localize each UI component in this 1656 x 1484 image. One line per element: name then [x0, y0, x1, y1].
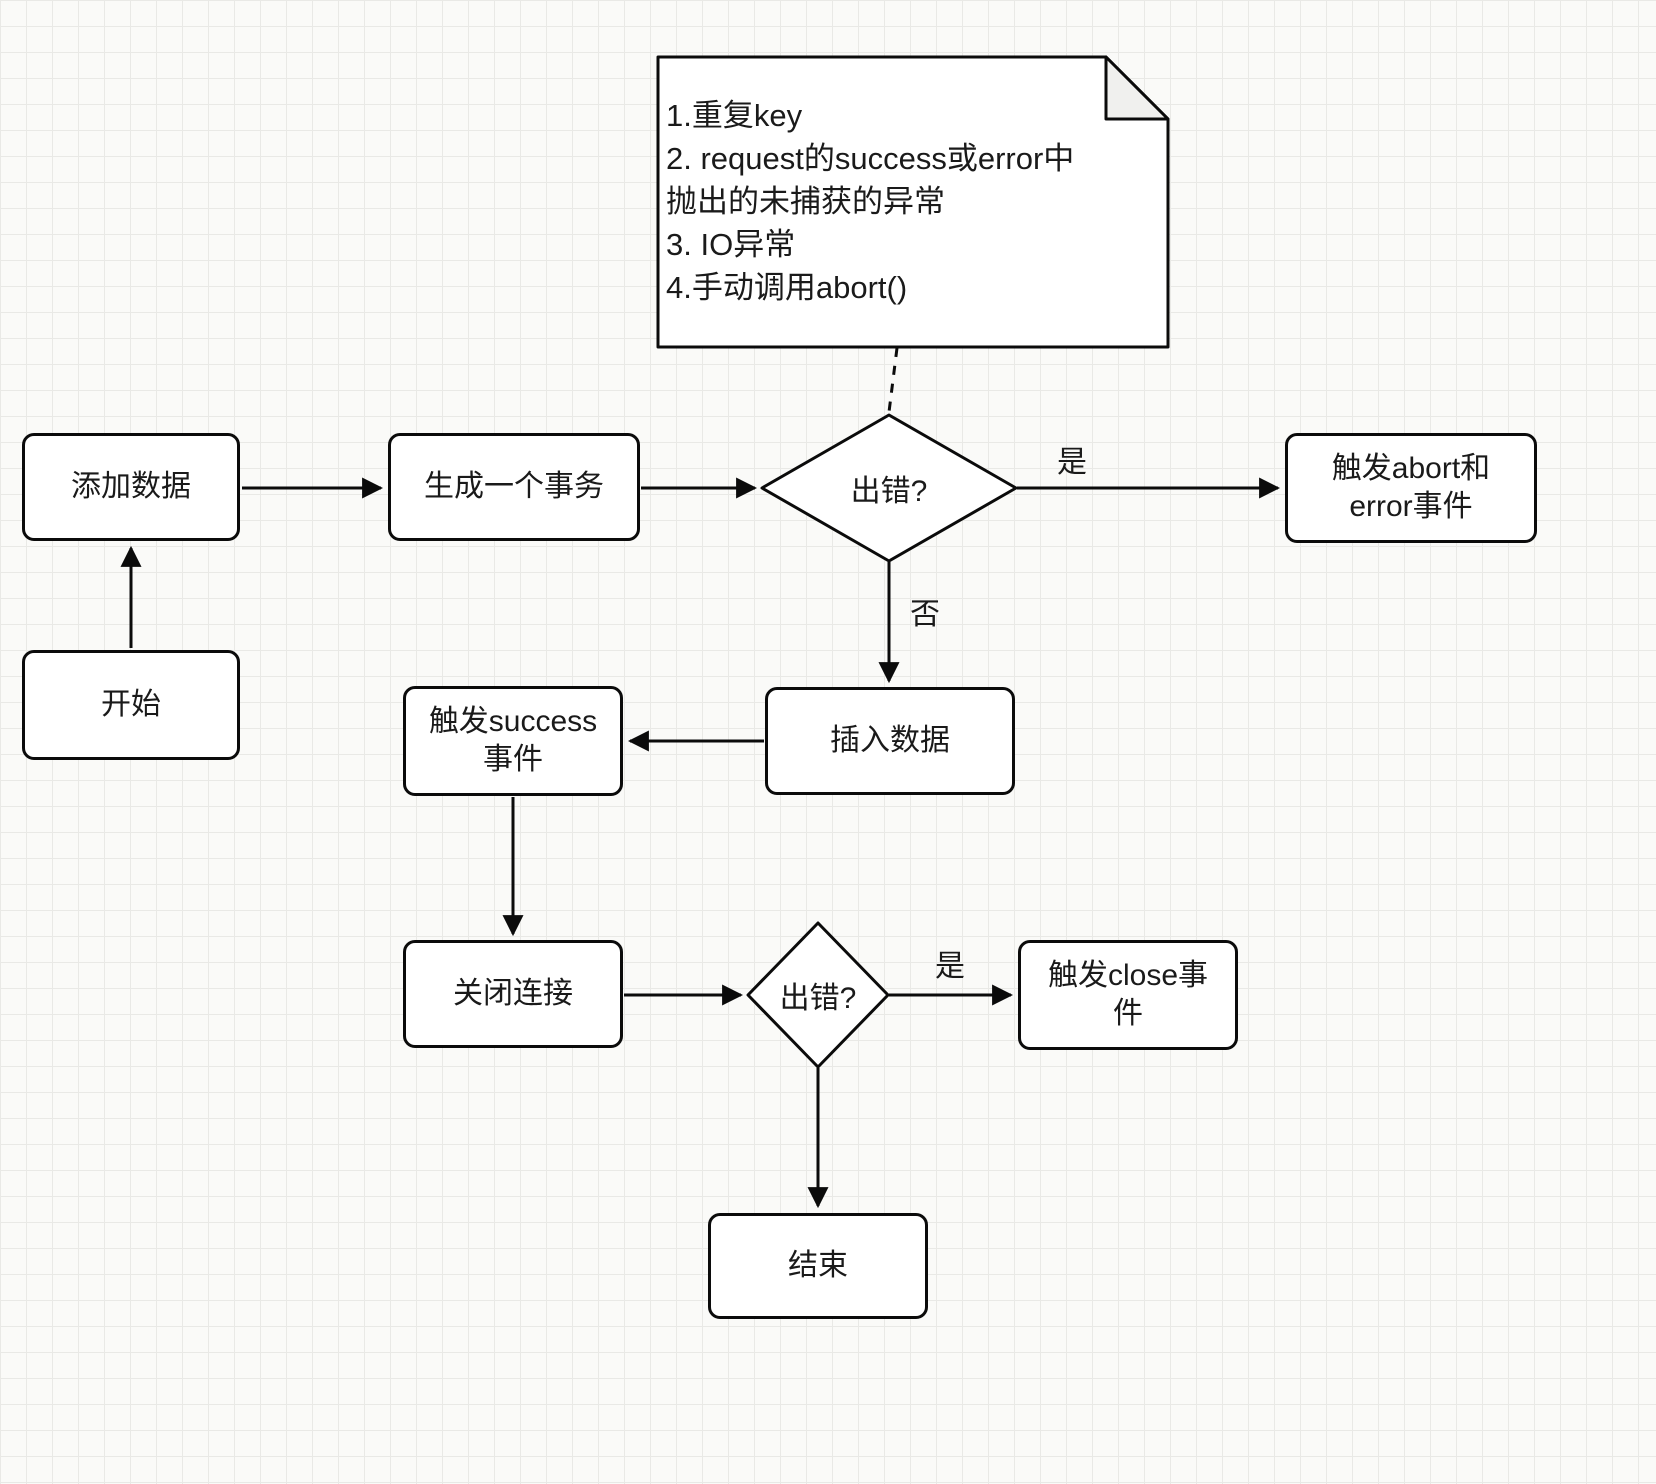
node-end: 结束: [708, 1213, 928, 1319]
diamond-error-check-1-label: 出错?: [850, 475, 928, 508]
note-dashed-connector: [887, 347, 899, 413]
note-line: 3. IO异常: [666, 227, 796, 262]
note-shape: [656, 55, 1170, 349]
node-create-transaction-label: 生成一个事务: [424, 470, 604, 503]
note-line: 抛出的未捕获的异常: [666, 184, 945, 219]
diamond-error-check-1: [760, 413, 1018, 563]
edge-label-yes-2: 是: [935, 950, 965, 983]
note-text: 1.重复key 2. request的success或error中 抛出的未捕获…: [666, 94, 1158, 309]
node-close-connection: 关闭连接: [403, 940, 623, 1048]
node-trigger-close-label: 触发close事 件: [1047, 959, 1209, 1030]
diamond-error-check-2-label: 出错?: [779, 982, 857, 1015]
node-close-connection-label: 关闭连接: [453, 977, 573, 1010]
edge-label-no-1: 否: [910, 598, 940, 631]
node-insert-data-label: 插入数据: [830, 724, 950, 757]
node-trigger-success-label: 触发success 事件: [428, 705, 598, 776]
node-trigger-abort-error-label: 触发abort和 error事件: [1331, 452, 1491, 523]
node-add-data: 添加数据: [22, 433, 240, 541]
edge-label-yes-1: 是: [1057, 446, 1087, 479]
diamond-error-check-2: [746, 921, 890, 1069]
note-line: 1.重复key: [666, 98, 803, 133]
note-line: 2. request的success或error中: [666, 141, 1075, 176]
note-fold-icon: [1104, 55, 1170, 121]
node-end-label: 结束: [788, 1249, 848, 1282]
node-add-data-label: 添加数据: [71, 470, 191, 503]
node-trigger-close: 触发close事 件: [1018, 940, 1238, 1050]
node-trigger-abort-error: 触发abort和 error事件: [1285, 433, 1537, 543]
node-insert-data: 插入数据: [765, 687, 1015, 795]
node-start: 开始: [22, 650, 240, 760]
node-trigger-success: 触发success 事件: [403, 686, 623, 796]
node-start-label: 开始: [101, 688, 161, 721]
note-line: 4.手动调用abort(): [666, 270, 908, 305]
node-create-transaction: 生成一个事务: [388, 433, 640, 541]
